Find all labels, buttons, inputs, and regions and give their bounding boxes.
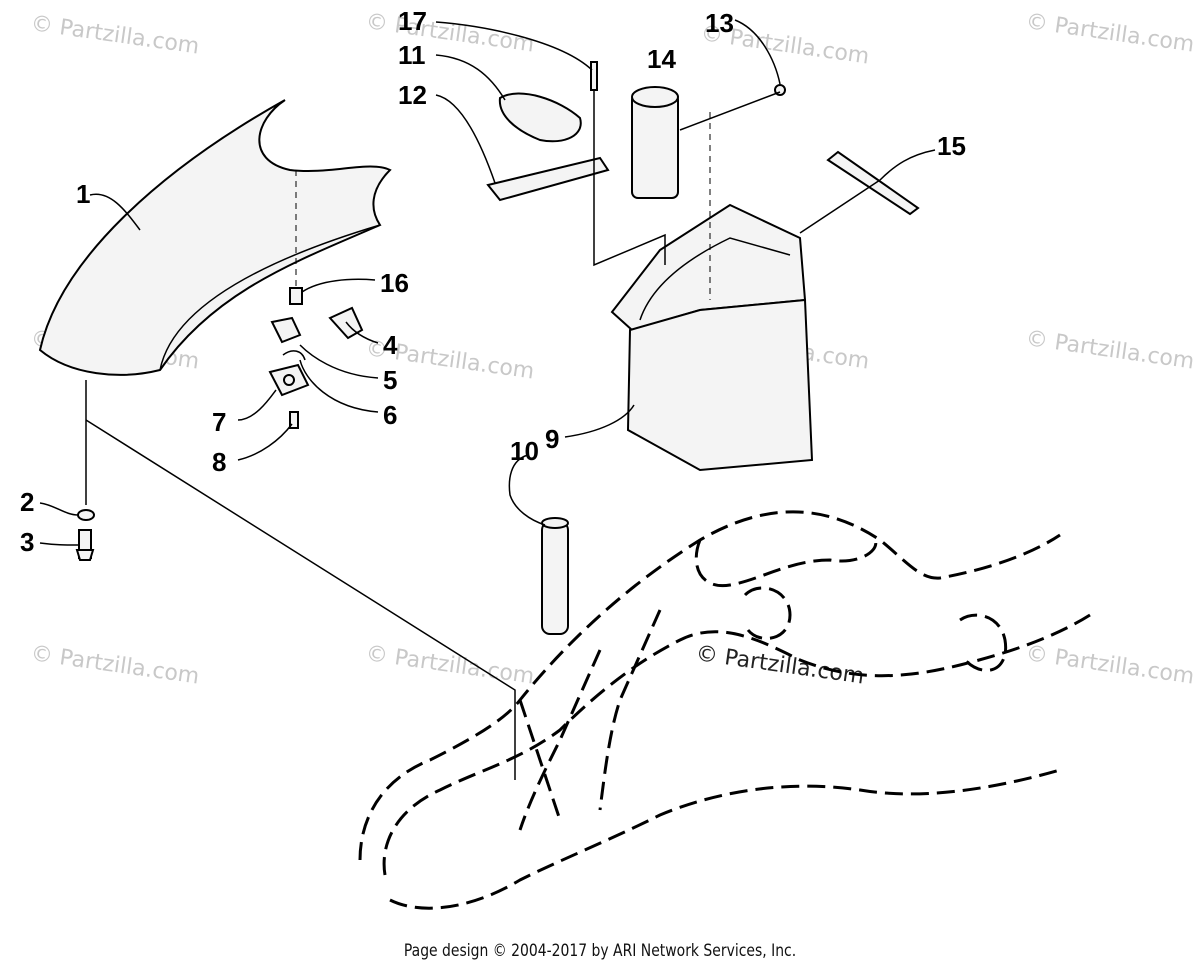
callout-3[interactable]: 3	[20, 527, 34, 557]
callout-7[interactable]: 7	[212, 407, 226, 437]
watermark: © Partzilla.com	[1024, 9, 1196, 57]
part-screw-8	[289, 411, 299, 429]
part-cylinder	[631, 86, 679, 199]
part-hose	[541, 517, 569, 635]
callouts: 1 2 3 4 5 6 7 8 9 10 11 12 13 14 15 16 1…	[20, 6, 966, 557]
part-pin-17	[590, 61, 598, 91]
watermark: © Partzilla.com	[1024, 326, 1196, 374]
callout-2[interactable]: 2	[20, 487, 34, 517]
callout-16[interactable]: 16	[380, 268, 409, 298]
callout-5[interactable]: 5	[383, 365, 397, 395]
callout-9[interactable]: 9	[545, 424, 559, 454]
part-pouch	[498, 92, 582, 143]
watermark: © Partzilla.com	[29, 11, 201, 59]
part-rivet-16	[289, 287, 303, 305]
callout-17[interactable]: 17	[398, 6, 427, 36]
part-latch-7	[268, 363, 310, 397]
callout-15[interactable]: 15	[937, 131, 966, 161]
part-strap	[486, 156, 610, 202]
watermark: © Partzilla.com	[1024, 641, 1196, 689]
callout-8[interactable]: 8	[212, 447, 226, 477]
part-bolt	[75, 529, 95, 561]
page-footer: Page design © 2004-2017 by ARI Network S…	[403, 941, 797, 961]
part-washer	[77, 509, 95, 521]
part-hood-cover	[38, 99, 392, 376]
part-spring-6	[282, 350, 306, 361]
watermark-center: © Partzilla.com	[694, 641, 866, 689]
callout-6[interactable]: 6	[383, 400, 397, 430]
callout-12[interactable]: 12	[398, 80, 427, 110]
callout-4[interactable]: 4	[383, 330, 398, 360]
frame-outline	[358, 510, 1091, 910]
part-storage-bin	[610, 203, 814, 472]
leader-lines	[39, 19, 936, 780]
callout-14[interactable]: 14	[647, 44, 676, 74]
callout-10[interactable]: 10	[510, 436, 539, 466]
part-bracket-5	[270, 316, 302, 344]
part-seal-strip	[826, 150, 920, 216]
watermark: © Partzilla.com	[29, 641, 201, 689]
callout-1[interactable]: 1	[76, 179, 90, 209]
watermarks: © Partzilla.com © Partzilla.com © Partzi…	[29, 9, 1196, 689]
callout-11[interactable]: 11	[398, 40, 426, 70]
callout-13[interactable]: 13	[705, 8, 734, 38]
